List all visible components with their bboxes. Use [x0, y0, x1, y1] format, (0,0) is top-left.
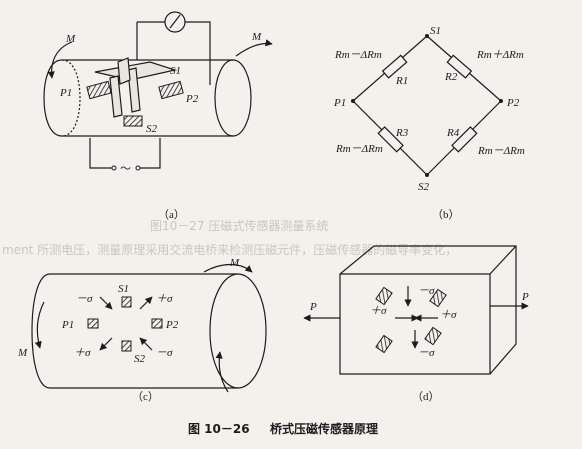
b-val-R2: Rm＋ΔRm: [476, 49, 524, 61]
b-P2: P2: [506, 97, 520, 109]
b-val-R3: Rm－ΔRm: [335, 143, 383, 155]
b-S1: S1: [430, 25, 441, 37]
c-P2: P2: [165, 319, 179, 331]
panel-d-block-stress: [303, 245, 529, 375]
show-through-text-1: 图10－27 压磁式传感器测量系统: [150, 218, 328, 233]
a-ac-source: ～: [120, 163, 131, 175]
d-P-right: P: [521, 291, 529, 303]
panel-a-shaft-sensor: [43, 11, 273, 171]
d-stress-1: －σ: [418, 285, 435, 297]
panel-b-bridge-circuit: [351, 34, 503, 177]
c-M-top: M: [229, 257, 240, 269]
a-P1: P1: [59, 87, 72, 99]
b-val-R4: Rm－ΔRm: [477, 145, 525, 157]
figure-title: 桥式压磁传感器原理: [270, 421, 378, 436]
b-P1: P1: [333, 97, 346, 109]
a-P2: P2: [185, 93, 199, 105]
d-stress-2: ＋σ: [370, 305, 387, 317]
a-subfig-label: （a）: [158, 208, 185, 221]
c-subfig-label: （c）: [132, 390, 159, 403]
c-stress-tr: ＋σ: [156, 293, 173, 305]
b-val-R1: Rm－ΔRm: [334, 49, 382, 61]
b-subfig-label: （b）: [432, 208, 460, 221]
b-R2: R2: [444, 71, 458, 83]
d-stress-3: ＋σ: [440, 309, 457, 321]
c-stress-bl: ＋σ: [74, 347, 91, 359]
a-M-right: M: [251, 31, 262, 43]
panel-c-shaft-stress: [31, 263, 267, 393]
a-S2: S2: [146, 123, 158, 135]
b-S2: S2: [418, 181, 430, 193]
b-R1: R1: [395, 75, 408, 87]
c-S2: S2: [134, 353, 146, 365]
b-R3: R3: [395, 127, 409, 139]
a-S1: S1: [170, 65, 181, 77]
d-subfig-label: （d）: [412, 390, 440, 403]
c-P1: P1: [61, 319, 74, 331]
c-S1: S1: [118, 283, 129, 295]
a-M-left: M: [65, 33, 76, 45]
d-stress-4: －σ: [418, 347, 435, 359]
c-stress-br: －σ: [156, 347, 173, 359]
d-P-left: P: [309, 301, 317, 313]
c-stress-tl: －σ: [76, 293, 93, 305]
b-R4: R4: [446, 127, 460, 139]
figure-number: 图 10－26: [188, 422, 250, 436]
c-M-left: M: [17, 347, 28, 359]
show-through-text-2: ment 所测电压，测量原理采用交流电桥来检测压磁元件，压磁传感器的磁导率变化，: [2, 242, 457, 257]
